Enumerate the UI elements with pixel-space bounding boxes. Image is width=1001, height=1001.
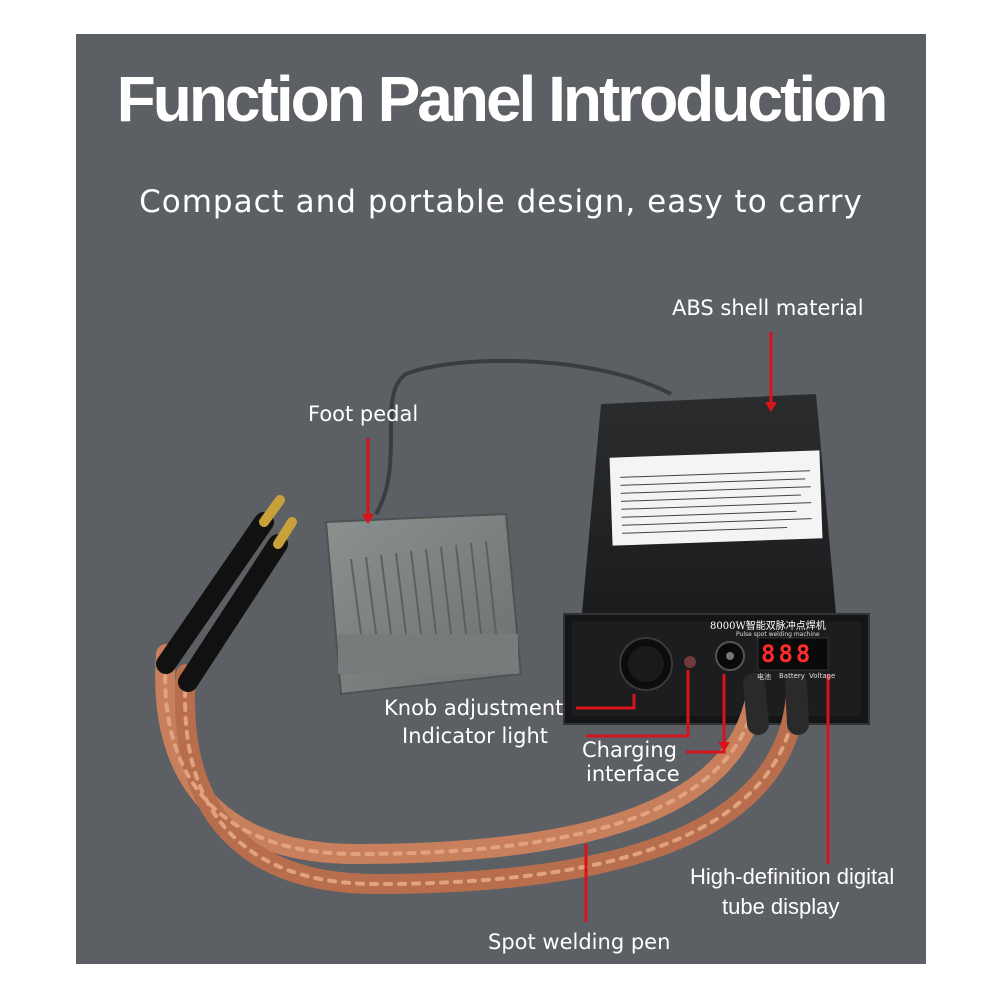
label-display-1: High-definition digital	[690, 864, 895, 889]
foot-pedal	[324, 512, 523, 696]
callout-lines	[362, 332, 830, 922]
device-model: 8000W智能双脉冲点焊机	[710, 621, 826, 632]
welder-box	[563, 394, 870, 725]
display-digits: 888	[761, 640, 814, 668]
product-illustration	[155, 332, 870, 922]
page-subtitle: Compact and portable design, easy to car…	[139, 184, 863, 220]
panel-label-1: Battery	[779, 672, 805, 680]
digital-display-frame	[757, 637, 829, 671]
label-charging-2: interface	[586, 762, 680, 786]
panel-label-2: Voltage	[809, 672, 836, 680]
panel-label-0: 电池	[757, 673, 771, 681]
welding-pens	[156, 495, 297, 692]
product-panel: Function Panel Introduction Compact and …	[76, 34, 926, 964]
device-model-subtitle: Pulse spot welding machine	[736, 631, 820, 638]
page-title: Function Panel Introduction	[116, 63, 889, 135]
label-pen: Spot welding pen	[488, 930, 671, 954]
label-indicator: Indicator light	[402, 724, 549, 748]
label-charging-1: Charging	[582, 738, 677, 762]
indicator-light-icon	[684, 656, 696, 668]
copper-cables	[155, 644, 809, 895]
label-knob: Knob adjustment	[384, 696, 564, 720]
pedal-cable	[374, 358, 672, 516]
label-foot-pedal: Foot pedal	[308, 402, 419, 426]
label-abs-shell: ABS shell material	[672, 296, 864, 320]
label-display-2: tube display	[722, 894, 840, 919]
